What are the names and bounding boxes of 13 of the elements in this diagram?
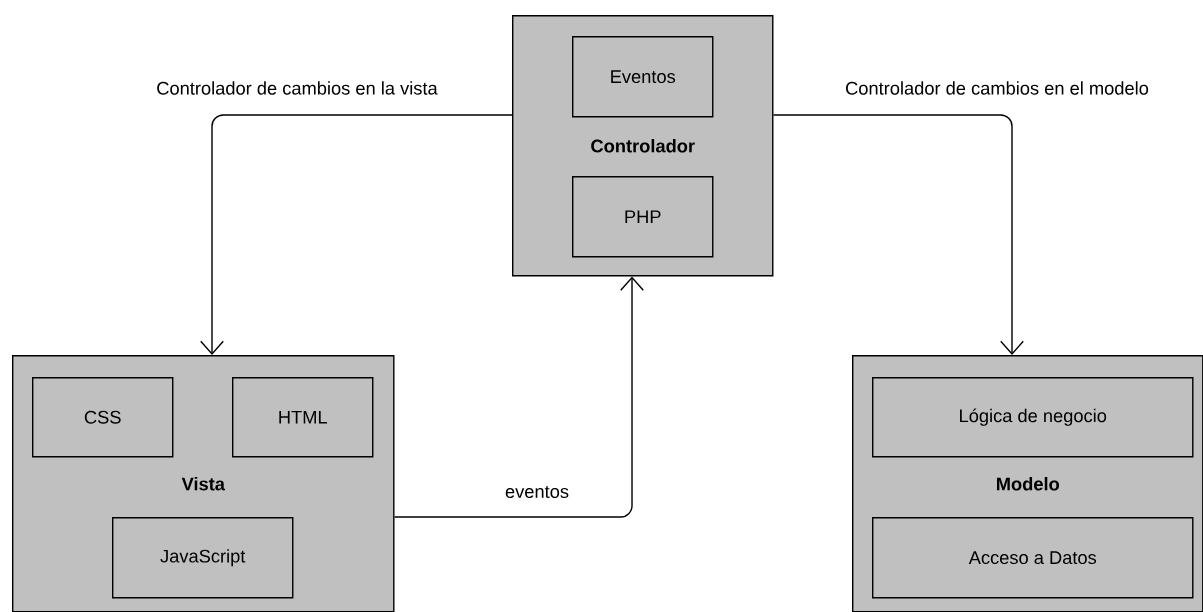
component-box: CSS <box>32 377 174 458</box>
edge-label: Controlador de cambios en el modelo <box>843 79 1151 97</box>
arrow <box>393 276 644 518</box>
edge-label: Controlador de cambios en la vista <box>154 79 440 97</box>
component-box: PHP <box>572 176 714 258</box>
edge-label: eventos <box>503 484 571 500</box>
component-box: Lógica de negocio <box>872 377 1194 458</box>
component-box: Acceso a Datos <box>872 517 1194 599</box>
component-box: HTML <box>232 377 374 458</box>
component-box: JavaScript <box>112 517 294 599</box>
component-box: Eventos <box>572 36 714 118</box>
arrow <box>200 114 513 355</box>
arrow <box>772 114 1024 355</box>
